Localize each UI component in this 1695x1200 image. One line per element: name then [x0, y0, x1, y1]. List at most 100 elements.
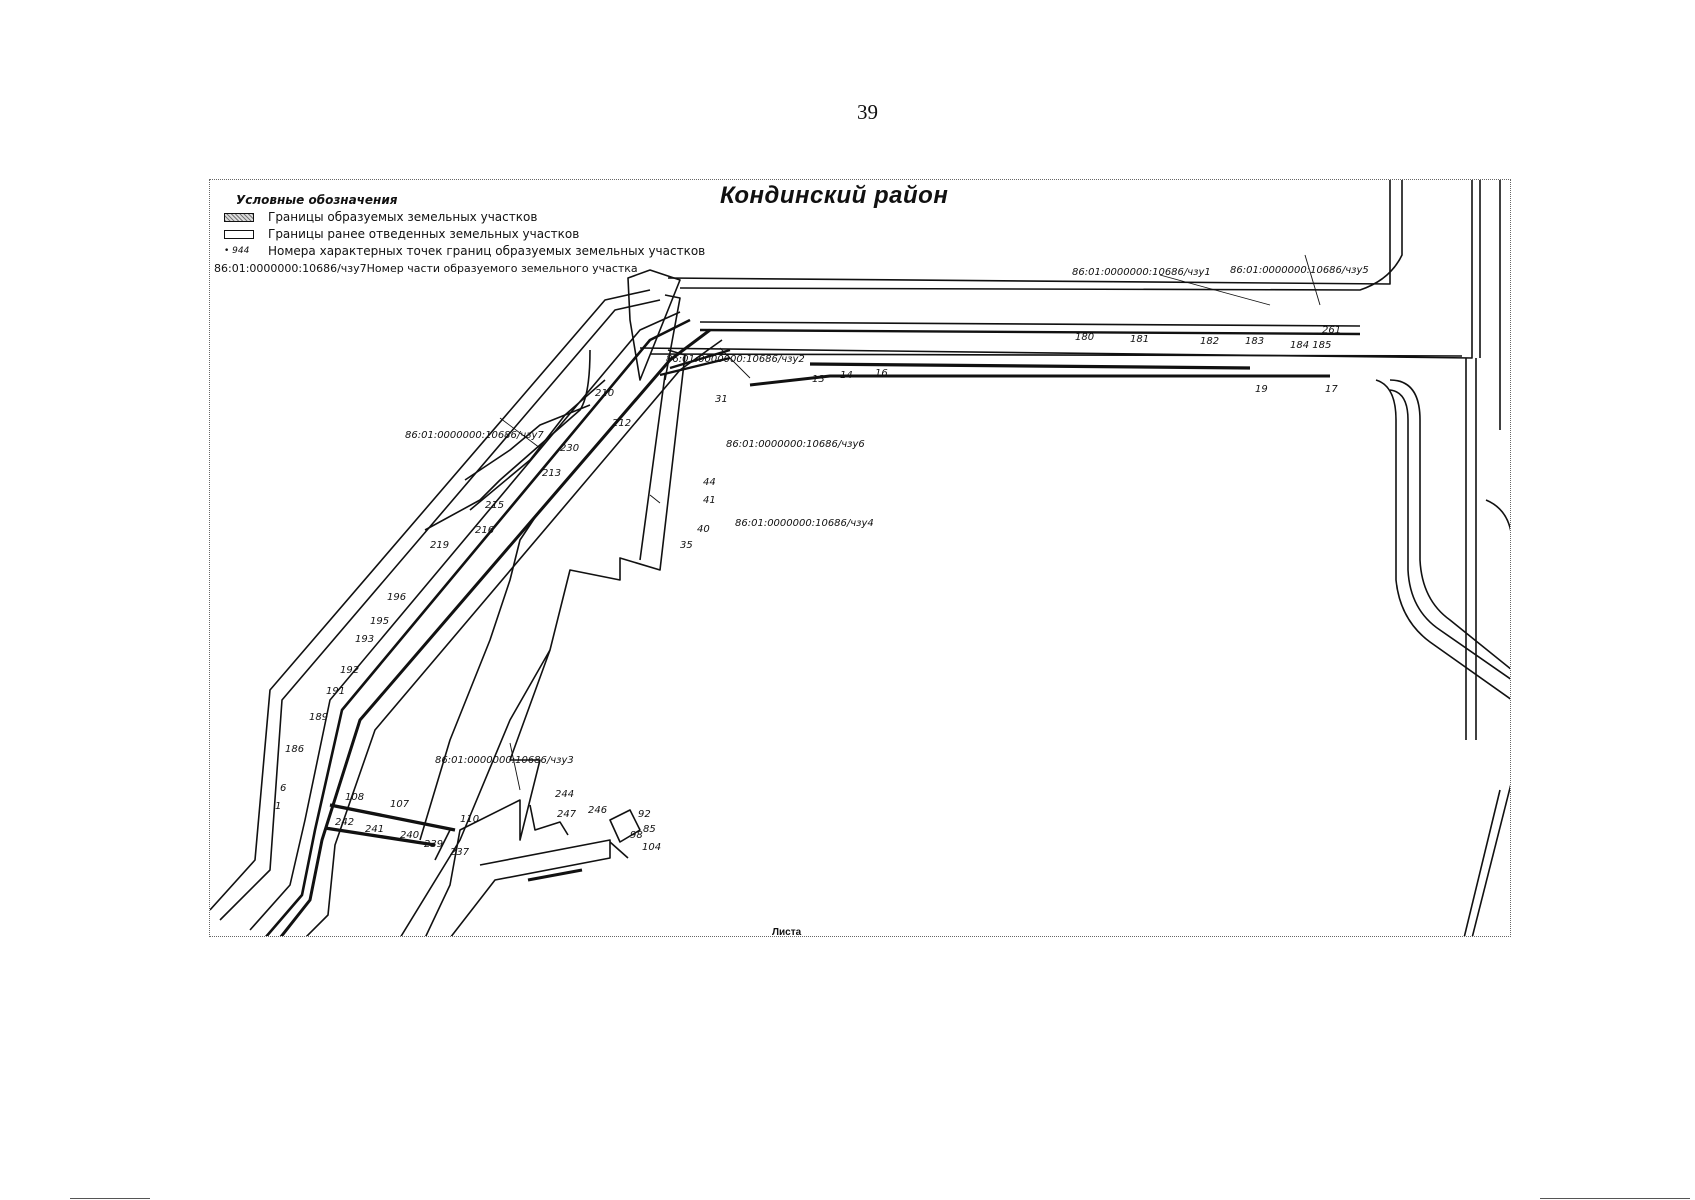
point-label-191: 191: [326, 686, 345, 697]
legend-item-part-number: 86:01:0000000:10686/чзу7Номер части обра…: [214, 260, 705, 277]
cadastral-map: 86:01:0000000:10686/чзу1 86:01:0000000:1…: [209, 179, 1511, 937]
map-drawing: 86:01:0000000:10686/чзу1 86:01:0000000:1…: [210, 180, 1510, 936]
point-label-1: 1: [275, 801, 281, 812]
legend-item-label: Номера характерных точек границ образуем…: [268, 244, 706, 258]
point-label-98: 98: [630, 830, 643, 841]
point-label-213: 213: [542, 468, 561, 479]
south-east-road-1: [1471, 784, 1510, 936]
part-label-chzu6: 86:01:0000000:10686/чзу6: [726, 439, 865, 450]
point-label-31: 31: [715, 394, 728, 405]
central-parcel: [425, 349, 686, 936]
south-east-road-2: [1463, 789, 1501, 936]
point-label-110: 110: [460, 814, 479, 825]
corridor-strip: [749, 374, 1330, 387]
arc-230-215: [464, 404, 591, 481]
point-label-239: 239: [424, 839, 443, 850]
parcel-92-104: [609, 809, 641, 859]
point-label-40: 40: [697, 524, 710, 535]
point-label-184-185: 184 185: [1290, 340, 1331, 351]
point-label-230: 230: [560, 443, 579, 454]
legend-item-previous: Границы ранее отведенных земельных участ…: [224, 226, 705, 243]
point-label-237: 237: [450, 847, 470, 858]
point-label-246: 246: [588, 805, 607, 816]
point-label-92: 92: [638, 809, 651, 820]
parcel-31: [659, 348, 731, 377]
parcel-242-237: [324, 826, 436, 847]
southern-road: [450, 839, 611, 936]
corridor-north-edge: [667, 180, 1391, 285]
hatched-swatch: [224, 213, 254, 222]
corridor-band-bottom: [699, 328, 1361, 336]
point-label-215: 215: [485, 500, 504, 511]
legend-item-formed: Границы образуемых земельных участков: [224, 209, 705, 226]
point-label-108: 108: [345, 792, 364, 803]
arc-212-216: [469, 379, 606, 511]
legend: Условные обозначения Границы образуемых …: [214, 192, 705, 277]
point-label-17: 17: [1325, 384, 1338, 395]
curve-road-outer-2: [1375, 379, 1510, 700]
point-label-212: 212: [612, 418, 631, 429]
map-title: Кондинский район: [720, 182, 949, 209]
parcel-wedge: [627, 269, 681, 381]
parcel-108-110: [329, 803, 456, 832]
scan-mark: [1540, 1198, 1690, 1199]
point-label-244: 244: [555, 789, 574, 800]
point-label-183: 183: [1245, 336, 1264, 347]
point-label-241: 241: [365, 824, 384, 835]
southern-road-strip: [527, 868, 583, 882]
central-parcel-3: [419, 509, 541, 841]
part-label-chzu1: 86:01:0000000:10686/чзу1: [1072, 267, 1211, 278]
nw-corridor-inner: [279, 328, 711, 936]
corridor-band-top: [699, 321, 1361, 327]
point-label-192: 192: [340, 665, 359, 676]
curve-road-outer: [1389, 379, 1510, 670]
parcel-wedge-2: [664, 294, 681, 381]
point-label-195: 195: [370, 616, 389, 627]
point-label-85: 85: [643, 824, 656, 835]
point-label-44: 44: [703, 477, 716, 488]
point-label-6: 6: [280, 783, 286, 794]
point-label-35: 35: [680, 540, 693, 551]
legend-item-label: Границы ранее отведенных земельных участ…: [268, 227, 580, 241]
point-label-210: 210: [595, 388, 614, 399]
point-label-181: 181: [1130, 334, 1149, 345]
corridor-south-edge: [639, 180, 1473, 359]
curve-road-inner-2: [1485, 499, 1510, 532]
point-label-182: 182: [1200, 336, 1219, 347]
point-label-247: 247: [557, 809, 577, 820]
point-label-216: 216: [475, 525, 494, 536]
legend-item-points: • 944 Номера характерных точек границ об…: [224, 243, 705, 260]
corridor-inner-edge: [679, 180, 1403, 291]
point-label-13: 13: [812, 374, 825, 385]
point-label-193: 193: [355, 634, 374, 645]
point-label-14: 14: [840, 370, 853, 381]
part-label-chzu7: 86:01:0000000:10686/чзу7: [405, 430, 544, 441]
point-label-189: 189: [309, 712, 328, 723]
point-label-41: 41: [703, 495, 716, 506]
scan-mark: [70, 1198, 150, 1199]
point-label-104: 104: [642, 842, 661, 853]
nw-corridor-inner-2: [305, 339, 723, 936]
parcel-110-237: [434, 829, 451, 861]
sheet-label: Листа: [770, 927, 804, 937]
point-label-261: 261: [1322, 325, 1341, 336]
point-label-219: 219: [430, 540, 449, 551]
part-label-chzu3: 86:01:0000000:10686/чзу3: [435, 755, 574, 766]
legend-item-label: Границы образуемых земельных участков: [268, 210, 538, 224]
point-label-19: 19: [1255, 384, 1268, 395]
nw-corridor-outer: [210, 289, 651, 911]
point-label-16: 16: [875, 368, 888, 379]
point-label-240: 240: [400, 830, 419, 841]
legend-part-example: 86:01:0000000:10686/чзу7Номер части обра…: [214, 262, 638, 275]
part-label-chzu4: 86:01:0000000:10686/чзу4: [735, 518, 874, 529]
parcel-13-17: [809, 362, 1251, 370]
point-label-186: 186: [285, 744, 304, 755]
point-label-242: 242: [335, 817, 354, 828]
part-label-chzu2: 86:01:0000000:10686/чзу2: [666, 354, 805, 365]
central-parcel-2: [400, 374, 666, 936]
curve-road-inner: [1389, 389, 1510, 680]
legend-title: Условные обозначения: [236, 193, 398, 207]
part-label-chzu5: 86:01:0000000:10686/чзу5: [1230, 265, 1369, 276]
corridor-south-inner: [649, 353, 1463, 357]
parcel-244-247: [529, 804, 569, 836]
